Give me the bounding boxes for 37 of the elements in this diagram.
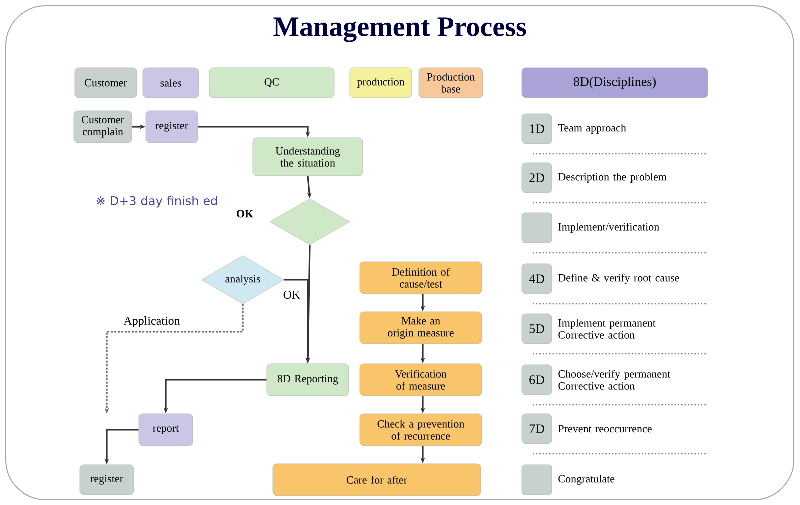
step-description: Implement/verification <box>558 222 660 234</box>
header-box: QC <box>209 68 335 98</box>
process-box: Check a prevention of recurrence <box>360 414 482 446</box>
step-description: Prevent reoccurrence <box>558 425 652 433</box>
header-box: production <box>350 68 412 98</box>
header-box: 8D(Disciplines) <box>522 68 708 98</box>
process-box: Care for after <box>272 464 482 496</box>
step-badge: 4D <box>522 264 552 294</box>
step-badge: 7D <box>522 414 552 444</box>
step-description: Implement permanent Corrective action <box>558 319 656 339</box>
step-badge: 2D <box>522 162 552 194</box>
process-box: Verification of measure <box>360 364 482 396</box>
step-description: Define & verify root cause <box>558 274 680 284</box>
decision-label: OK <box>236 210 254 218</box>
process-box: Definition of cause/test <box>360 262 482 294</box>
edge-label: OK <box>282 290 302 300</box>
title: Management Process <box>274 18 526 42</box>
step-badge: 5D <box>522 314 552 344</box>
note: ※ D+3 day finish ed <box>96 196 218 208</box>
process-box: Make an origin measure <box>360 312 482 344</box>
edge-label: Application <box>122 316 182 328</box>
process-box: report <box>138 414 194 446</box>
process-box: Customer complain <box>74 110 132 144</box>
step-description: Congratulate <box>558 475 615 485</box>
decision-diamond <box>270 198 350 246</box>
process-box: register <box>146 110 198 144</box>
step-badge: 6D <box>522 364 552 396</box>
step-description: Description the problem <box>558 173 667 183</box>
header-box: Production base <box>418 68 484 98</box>
process-box: Understanding the situation <box>252 138 364 176</box>
step-badge: 1D <box>522 114 552 144</box>
process-box: 8D Reporting <box>266 364 350 396</box>
step-description: Team approach <box>558 124 626 134</box>
step-description: Choose/verify permanent Corrective action <box>558 370 671 390</box>
process-box: register <box>80 464 134 496</box>
header-box: Customer <box>74 68 138 98</box>
header-box: sales <box>142 68 200 98</box>
